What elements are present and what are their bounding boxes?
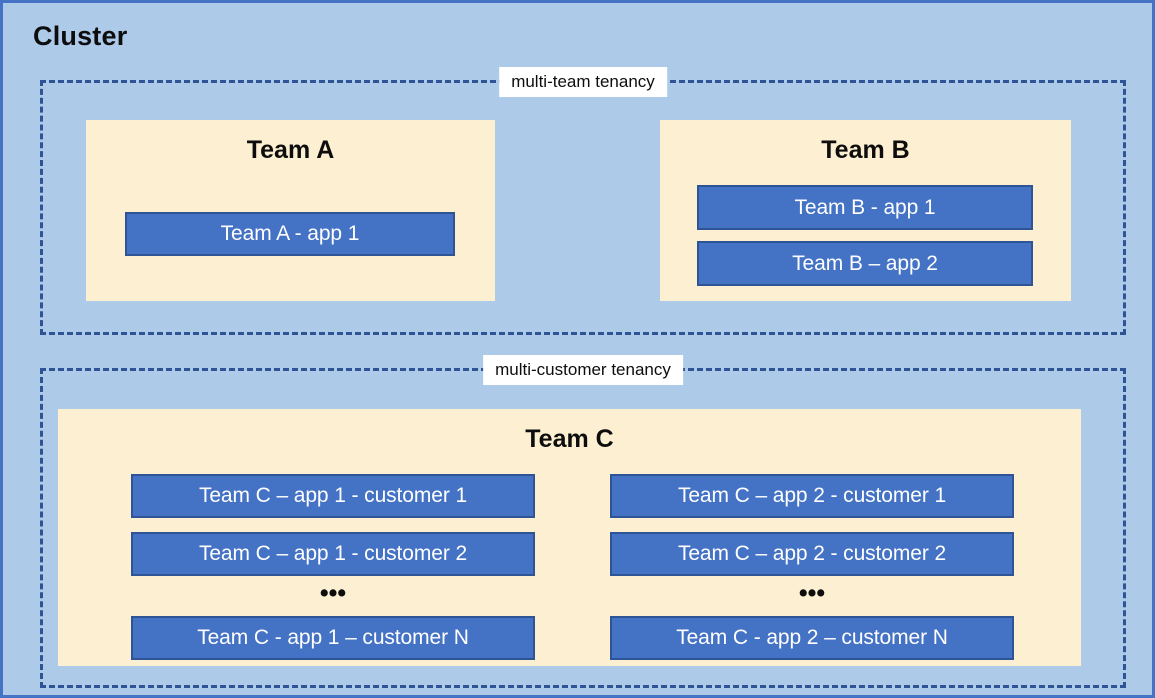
app-box-team-c-app2-customerN[interactable]: Team C - app 2 – customer N <box>610 616 1014 660</box>
team-box-team-a: Team A <box>86 120 495 301</box>
team-title-team-a: Team A <box>246 136 335 164</box>
ellipsis-team-c-app1: ••• <box>319 579 347 607</box>
cluster-title: Cluster <box>33 21 128 51</box>
tenancy-group-multi-customer: multi-customer tenancy <box>40 355 1126 688</box>
app-box-team-b-app-2[interactable]: Team B – app 2 <box>697 241 1033 286</box>
app-box-team-c-app1-customerN[interactable]: Team C - app 1 – customer N <box>131 616 535 660</box>
team-title-team-c: Team C <box>525 425 614 453</box>
app-box-team-c-app2-customer2[interactable]: Team C – app 2 - customer 2 <box>610 532 1014 576</box>
tenancy-group-label-multi-team: multi-team tenancy <box>499 67 667 97</box>
tenancy-group-multi-team: multi-team tenancy <box>40 67 1126 335</box>
app-box-team-a-app-1[interactable]: Team A - app 1 <box>125 212 455 256</box>
tenancy-group-label-multi-customer: multi-customer tenancy <box>483 355 683 385</box>
app-box-team-b-app-1[interactable]: Team B - app 1 <box>697 185 1033 230</box>
app-box-team-c-app1-customer2[interactable]: Team C – app 1 - customer 2 <box>131 532 535 576</box>
ellipsis-team-c-app2: ••• <box>798 579 826 607</box>
app-box-team-c-app2-customer1[interactable]: Team C – app 2 - customer 1 <box>610 474 1014 518</box>
team-title-team-b: Team B <box>821 136 910 164</box>
app-box-team-c-app1-customer1[interactable]: Team C – app 1 - customer 1 <box>131 474 535 518</box>
